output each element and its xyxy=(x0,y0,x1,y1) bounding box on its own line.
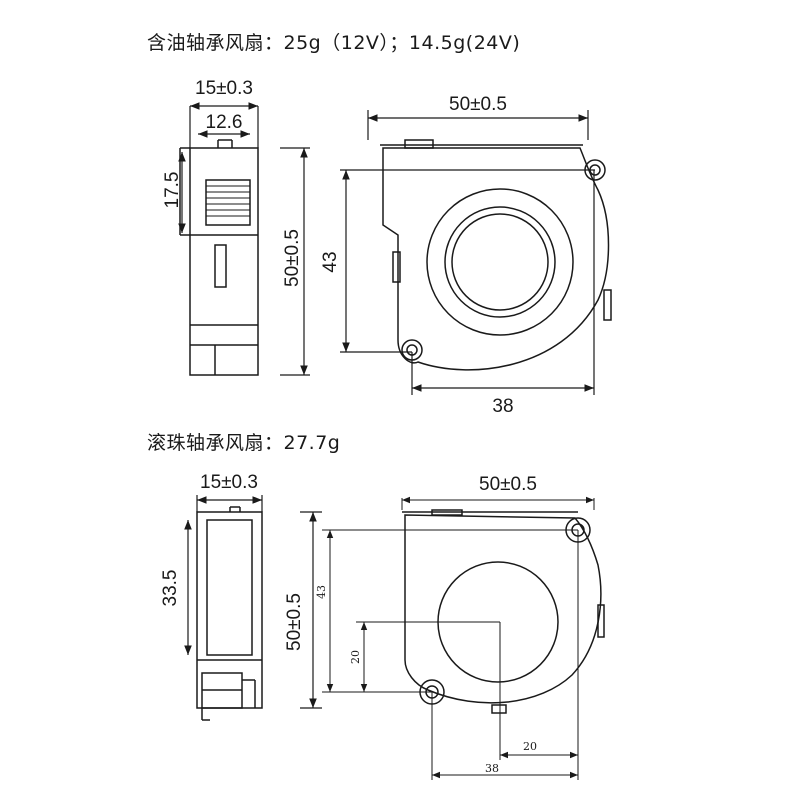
dim-width-total-front-1: 50±0.5 xyxy=(449,94,507,115)
dim-width-overall-2: 15±0.3 xyxy=(200,472,258,493)
dim-center-horizontal-2: 20 xyxy=(523,740,537,753)
dim-hole-vertical-1: 43 xyxy=(320,251,341,272)
ball-bearing-side-dimensions xyxy=(184,495,322,709)
oil-bearing-side-view xyxy=(179,139,259,376)
dim-height-total-side-2: 50±0.5 xyxy=(284,593,305,651)
section-title-ball-bearing: 滚珠轴承风扇：27.7g xyxy=(147,432,341,454)
ball-bearing-front-view xyxy=(402,509,605,714)
dim-width-overall-1: 15±0.3 xyxy=(195,78,253,99)
oil-bearing-side-dimensions xyxy=(178,102,310,376)
dim-height-total-side-1: 50±0.5 xyxy=(282,229,303,287)
side-view-body xyxy=(189,147,259,376)
dim-center-vertical-2: 20 xyxy=(349,650,362,664)
dim-hole-horizontal-2: 38 xyxy=(485,762,499,775)
front-housing xyxy=(382,147,610,371)
outlet-grille xyxy=(205,179,251,226)
dim-hole-horizontal-1: 38 xyxy=(492,396,513,417)
side-clip xyxy=(214,244,227,288)
dim-height-partial-1: 17.5 xyxy=(162,172,183,209)
section-title-oil-bearing: 含油轴承风扇：25g（12V）；14.5g(24V) xyxy=(147,32,521,54)
ball-bearing-front-dimensions xyxy=(322,496,595,780)
dim-hole-vertical-2: 43 xyxy=(315,585,328,599)
front-housing-2 xyxy=(404,514,602,704)
dim-height-body-2: 33.5 xyxy=(160,570,181,607)
dim-width-total-front-2: 50±0.5 xyxy=(479,474,537,495)
impeller-ring-outer xyxy=(426,188,574,336)
oil-bearing-front-view xyxy=(380,139,612,371)
oil-bearing-front-dimensions xyxy=(340,110,595,395)
ball-bearing-side-view xyxy=(196,506,263,721)
impeller-ring-inner xyxy=(444,206,556,318)
dim-width-inner-1: 12.6 xyxy=(206,112,243,133)
